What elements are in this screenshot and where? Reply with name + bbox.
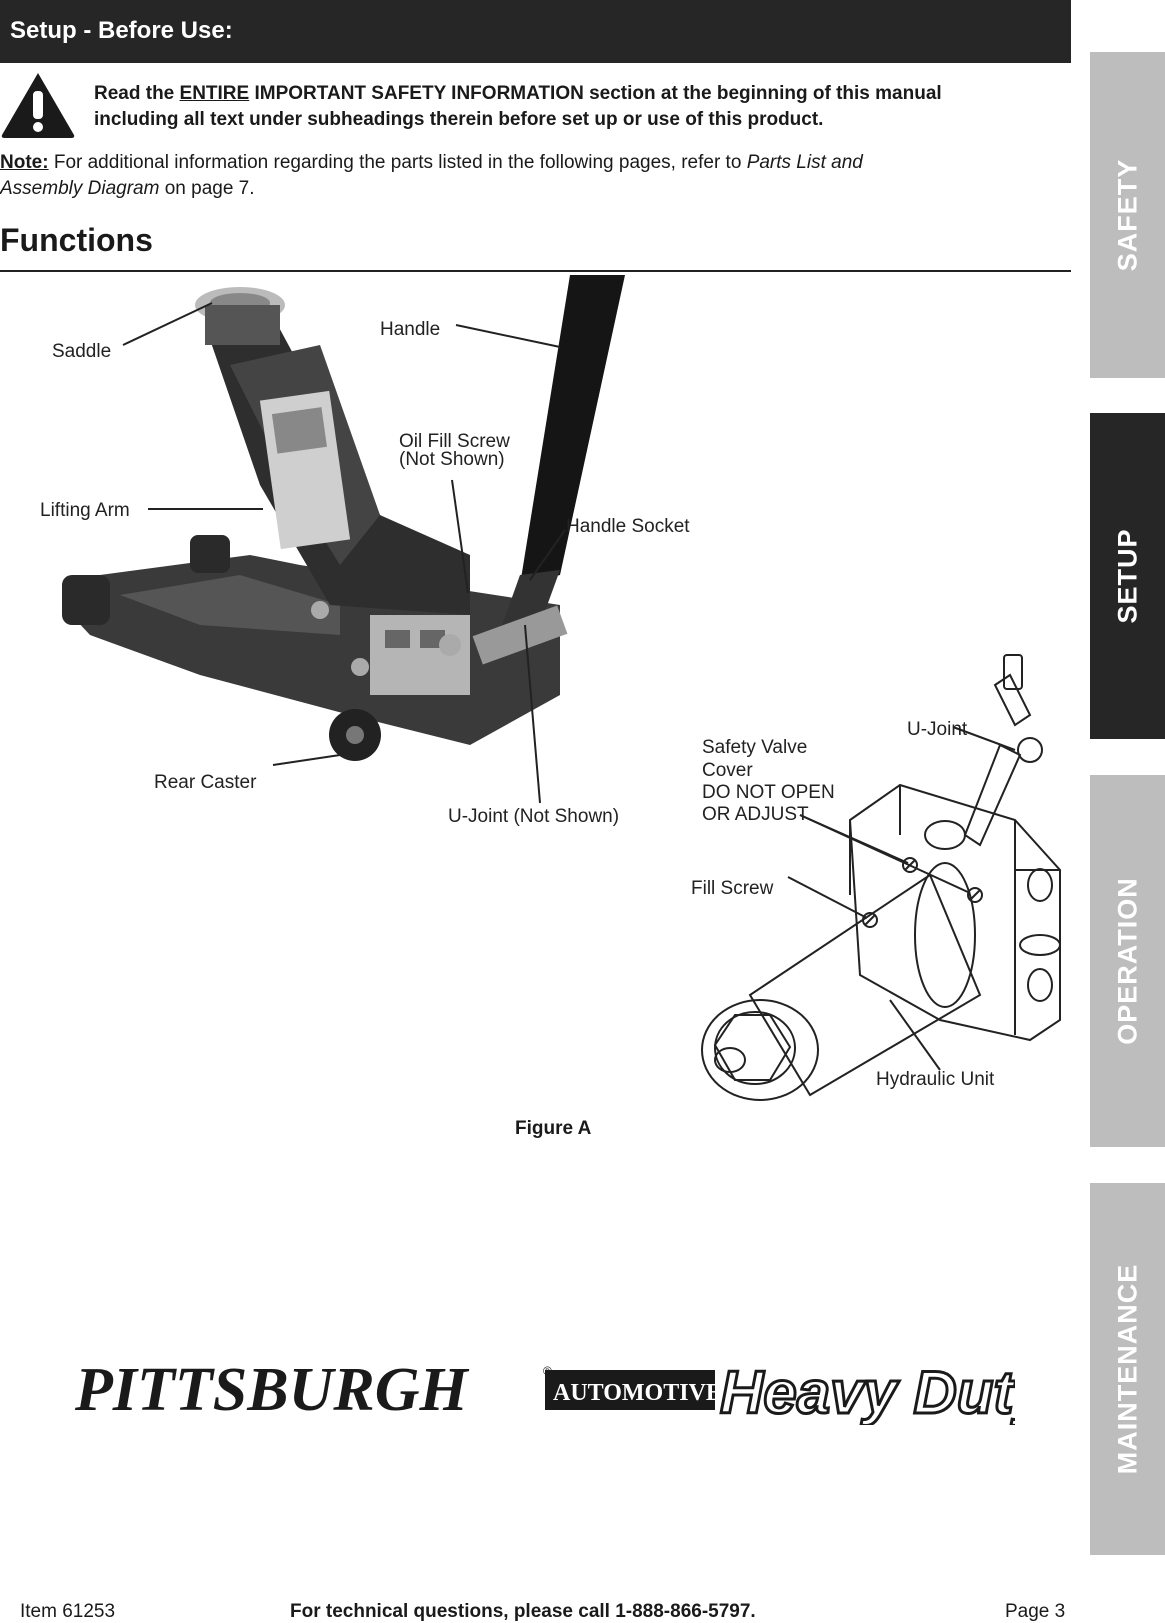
tab-maintenance-label: MAINTENANCE [1112,1263,1142,1475]
tab-setup-label: SETUP [1112,528,1142,624]
footer-page-number: Page 3 [1005,1601,1066,1622]
note-paragraph: Note: For additional information regardi… [0,152,863,199]
label-handle-socket: Handle Socket [566,516,690,537]
label-handle: Handle [380,319,440,340]
svg-text:PITTSBURGH: PITTSBURGH [75,1356,469,1424]
hydraulic-unit-image [701,654,1061,1101]
footer-support-text: For technical questions, please call 1-8… [290,1601,756,1622]
brand-logo: PITTSBURGH ® AUTOMOTIVE Heavy Duty [75,1356,1015,1425]
tab-safety[interactable]: SAFETY [1090,52,1165,378]
tab-operation[interactable]: OPERATION [1090,775,1165,1147]
label-hydraulic-unit: Hydraulic Unit [876,1069,995,1090]
section-header-bar: Setup - Before Use: [0,0,1071,63]
svg-text:AUTOMOTIVE: AUTOMOTIVE [553,1380,722,1406]
functions-heading: Functions [0,222,153,258]
note-label: Note: [0,152,49,173]
tab-maintenance[interactable]: MAINTENANCE [1090,1183,1165,1555]
warning-emphasis: ENTIRE [179,83,250,104]
label-fill-screw: Fill Screw [691,878,774,899]
figure-caption: Figure A [515,1118,592,1139]
footer-item-number: Item 61253 [20,1601,116,1622]
label-oil-fill-not-shown: (Not Shown) [399,449,505,470]
tab-setup[interactable]: SETUP [1090,413,1165,739]
tab-operation-label: OPERATION [1112,877,1142,1045]
label-rear-caster: Rear Caster [154,772,257,793]
section-header-title: Setup - Before Use: [10,17,233,44]
heading-divider [0,270,1071,272]
warning-triangle-icon [1,73,75,138]
label-saddle: Saddle [52,341,111,362]
svg-text:Heavy Duty: Heavy Duty [720,1359,1015,1425]
label-do-not-open: DO NOT OPEN [702,782,835,803]
label-safety-valve: Safety Valve [702,737,807,758]
note-reference: Parts List and Assembly Diagram [0,152,863,199]
figure-a-illustration: Saddle Handle Oil Fill Screw (Not Shown)… [40,275,1061,1101]
safety-warning-text: Read the ENTIRE IMPORTANT SAFETY INFORMA… [94,83,942,130]
label-ujoint-not-shown: U-Joint (Not Shown) [448,806,619,827]
label-oil-fill-screw: Oil Fill Screw [399,431,510,452]
tab-safety-label: SAFETY [1112,158,1142,272]
label-or-adjust: OR ADJUST [702,804,809,825]
floor-jack-image [62,275,625,761]
label-safety-valve-cover: Cover [702,760,753,781]
leader-lines [122,302,1016,1071]
label-lifting-arm: Lifting Arm [40,500,130,521]
label-ujoint: U-Joint [907,719,968,740]
